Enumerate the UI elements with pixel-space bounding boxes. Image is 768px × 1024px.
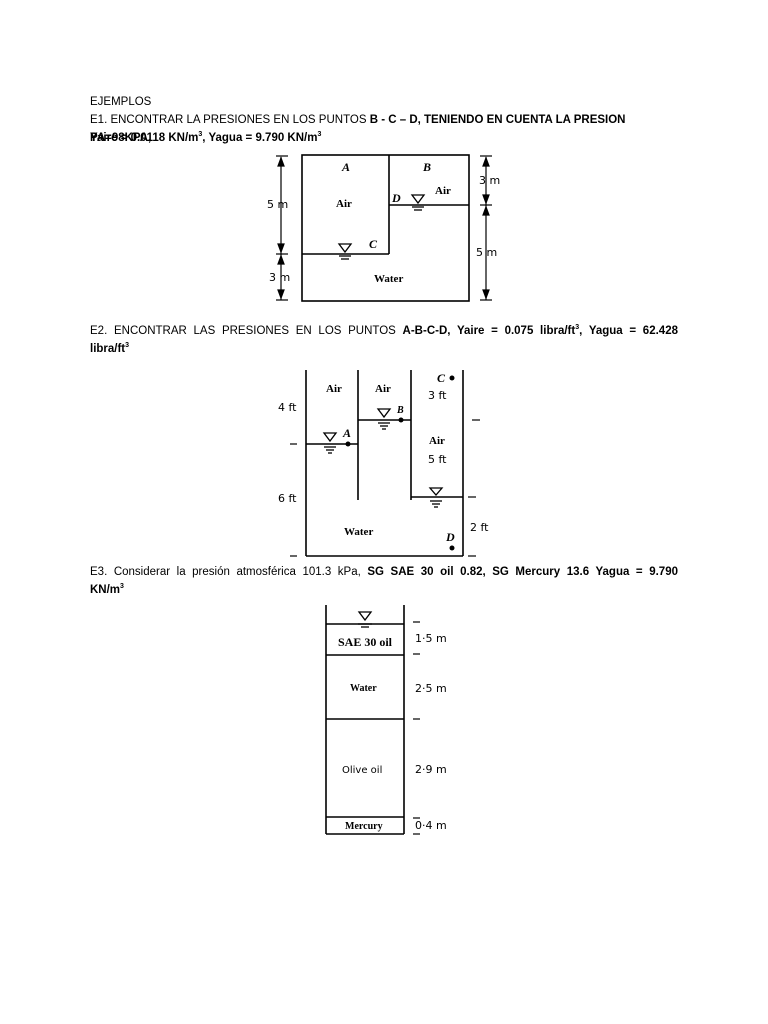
e2-dim-5ft: 5 ft	[428, 453, 447, 466]
e2-dim-3ft: 3 ft	[428, 389, 447, 402]
page-heading: EJEMPLOS	[90, 96, 152, 108]
e3-dim-2: 2·5 m	[415, 682, 447, 695]
e1-dim-5m-right: 5 m	[476, 246, 497, 259]
e3-dim-1: 1·5 m	[415, 632, 447, 645]
e1-yaire-sup: 3	[198, 131, 203, 139]
e3-line2: KN/m	[90, 584, 121, 596]
e1-free-surface-icons	[337, 194, 426, 260]
e3-text-normal: E3. Considerar la presión atmosférica 10…	[90, 566, 368, 578]
e3-line2-sup: 3	[120, 583, 124, 591]
e1-point-c: C	[369, 237, 378, 251]
e1-dim-3m-right: 3 m	[479, 174, 500, 187]
e2-point-a-dot	[345, 441, 351, 447]
e2-point-d-dot	[449, 545, 455, 551]
e1-point-d: D	[391, 191, 401, 205]
e2-water: Water	[344, 526, 373, 538]
e3-layer-olive-oil: Olive oil	[342, 765, 382, 776]
e3-units: KN/m3	[90, 581, 678, 599]
e2-yaire: Yaire = 0.075 libra/ft	[456, 325, 576, 337]
e3-text-bold: SG SAE 30 oil 0.82, SG Mercury 13.6 Yagu…	[367, 566, 678, 578]
e2-point-b-dot	[398, 417, 404, 423]
e2-text-normal: E2. ENCONTRAR LAS PRESIONES EN LOS PUNTO…	[90, 325, 403, 337]
e1-yagua: Yagua = 9.790 KN/m	[208, 132, 318, 144]
e3-dim-4: 0·4 m	[415, 819, 447, 832]
e1-text-bold: B - C – D, TENIENDO EN CUENTA LA PRESION…	[90, 114, 626, 144]
e2-point-c-dot	[449, 375, 455, 381]
e1-water: Water	[374, 273, 403, 285]
e2-units: libra/ft3	[90, 340, 678, 358]
e3-layer-sae-oil: SAE 30 oil	[338, 635, 393, 649]
e2-point-a: A	[342, 426, 351, 440]
e3-layer-water: Water	[350, 683, 377, 694]
e1-separator: ,	[202, 132, 209, 144]
e1-text-normal: E1. ENCONTRAR LA PRESIONES EN LOS PUNTOS	[90, 114, 370, 126]
e1-point-a: A	[341, 160, 350, 174]
e1-air-left: Air	[336, 198, 352, 210]
e2-line2: libra/ft	[90, 343, 126, 355]
e1-point-b: B	[422, 160, 431, 174]
e3-layer-mercury: Mercury	[345, 821, 383, 832]
e2-yagua: Yagua = 62.428	[588, 325, 678, 337]
e2-dim-2ft: 2 ft	[470, 521, 489, 534]
e1-tank-outline	[301, 154, 470, 302]
e2-separator: ,	[579, 325, 583, 337]
e1-dim-3m-left: 3 m	[269, 271, 290, 284]
e1-statement: E1. ENCONTRAR LA PRESIONES EN LOS PUNTOS…	[90, 111, 678, 147]
e1-yagua-sup: 3	[317, 131, 322, 139]
e3-free-surface-icon	[357, 611, 373, 628]
e2-point-d: D	[445, 530, 455, 544]
e2-air-1: Air	[326, 383, 342, 395]
e1-air-right: Air	[435, 185, 451, 197]
e3-dim-3: 2·9 m	[415, 763, 447, 776]
e2-dim-4ft: 4 ft	[278, 401, 297, 414]
e2-free-surface-icons	[322, 408, 444, 508]
e2-points: A-B-C-D,	[402, 325, 451, 337]
e1-yaire: Yaire = 0.0118 KN/m	[90, 132, 199, 144]
e2-statement: E2. ENCONTRAR LAS PRESIONES EN LOS PUNTO…	[90, 322, 678, 340]
e1-constants: Yaire = 0.0118 KN/m3, Yagua = 9.790 KN/m…	[90, 129, 678, 147]
e1-dim-5m-left: 5 m	[267, 198, 288, 211]
e2-air-3: Air	[429, 435, 445, 447]
e2-point-b: B	[396, 405, 404, 416]
e2-dim-6ft: 6 ft	[278, 492, 297, 505]
e2-air-2: Air	[375, 383, 391, 395]
e2-yaire-sup: 3	[575, 324, 580, 332]
e2-point-c: C	[437, 371, 446, 385]
e2-line2-sup: 3	[125, 342, 130, 350]
e3-statement: E3. Considerar la presión atmosférica 10…	[90, 563, 678, 581]
